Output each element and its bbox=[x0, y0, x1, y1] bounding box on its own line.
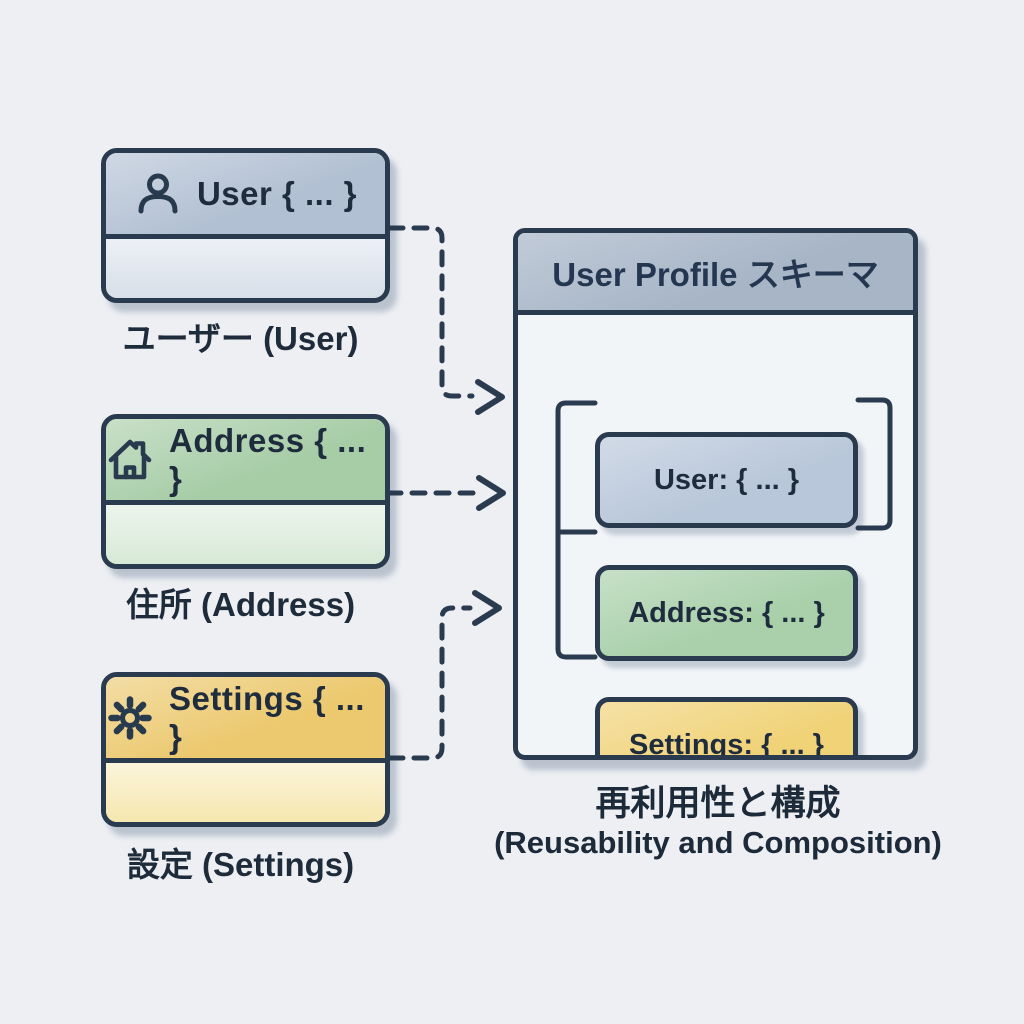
settings-source-body bbox=[106, 763, 385, 822]
arrow-settings-to-schema bbox=[387, 605, 473, 761]
schema-panel: User Profile スキーマ User: { ... } Address:… bbox=[513, 228, 918, 760]
arrowhead-address bbox=[476, 475, 506, 511]
user-source-title: User { ... } bbox=[196, 174, 358, 212]
home-icon bbox=[108, 439, 152, 479]
footer-caption-english: (Reusability and Composition) bbox=[494, 825, 942, 860]
settings-source-header: Settings { ... } bbox=[106, 677, 385, 763]
schema-panel-title: User Profile スキーマ bbox=[518, 233, 913, 315]
footer-caption: 再利用性と構成 (Reusability and Composition) bbox=[418, 784, 1018, 862]
settings-source-title: Settings { ... } bbox=[169, 679, 365, 755]
user-source-header: User { ... } bbox=[106, 153, 385, 239]
user-source-caption: ユーザー (User) bbox=[122, 320, 359, 357]
arrow-user-to-schema bbox=[387, 225, 475, 399]
arrowhead-settings bbox=[472, 590, 502, 626]
user-source-box: User { ... } bbox=[101, 148, 390, 303]
footer-caption-japanese: 再利用性と構成 bbox=[595, 784, 841, 823]
schema-field-settings: Settings: { ... } bbox=[595, 697, 858, 755]
address-source-header: Address { ... } bbox=[106, 419, 385, 505]
settings-source-caption: 設定 (Settings) bbox=[126, 846, 355, 883]
schema-panel-body: User: { ... } Address: { ... } Settings:… bbox=[518, 315, 913, 755]
address-source-box: Address { ... } bbox=[101, 414, 390, 569]
schema-field-user: User: { ... } bbox=[595, 432, 858, 528]
address-source-body bbox=[106, 505, 385, 564]
settings-source-box: Settings { ... } bbox=[101, 672, 390, 827]
address-source-title: Address { ... } bbox=[169, 421, 367, 497]
schema-field-address: Address: { ... } bbox=[595, 565, 858, 661]
address-source-caption: 住所 (Address) bbox=[125, 586, 356, 623]
user-icon bbox=[138, 173, 178, 213]
arrowhead-user bbox=[475, 379, 505, 415]
gear-icon bbox=[108, 695, 152, 740]
user-source-body bbox=[106, 239, 385, 298]
